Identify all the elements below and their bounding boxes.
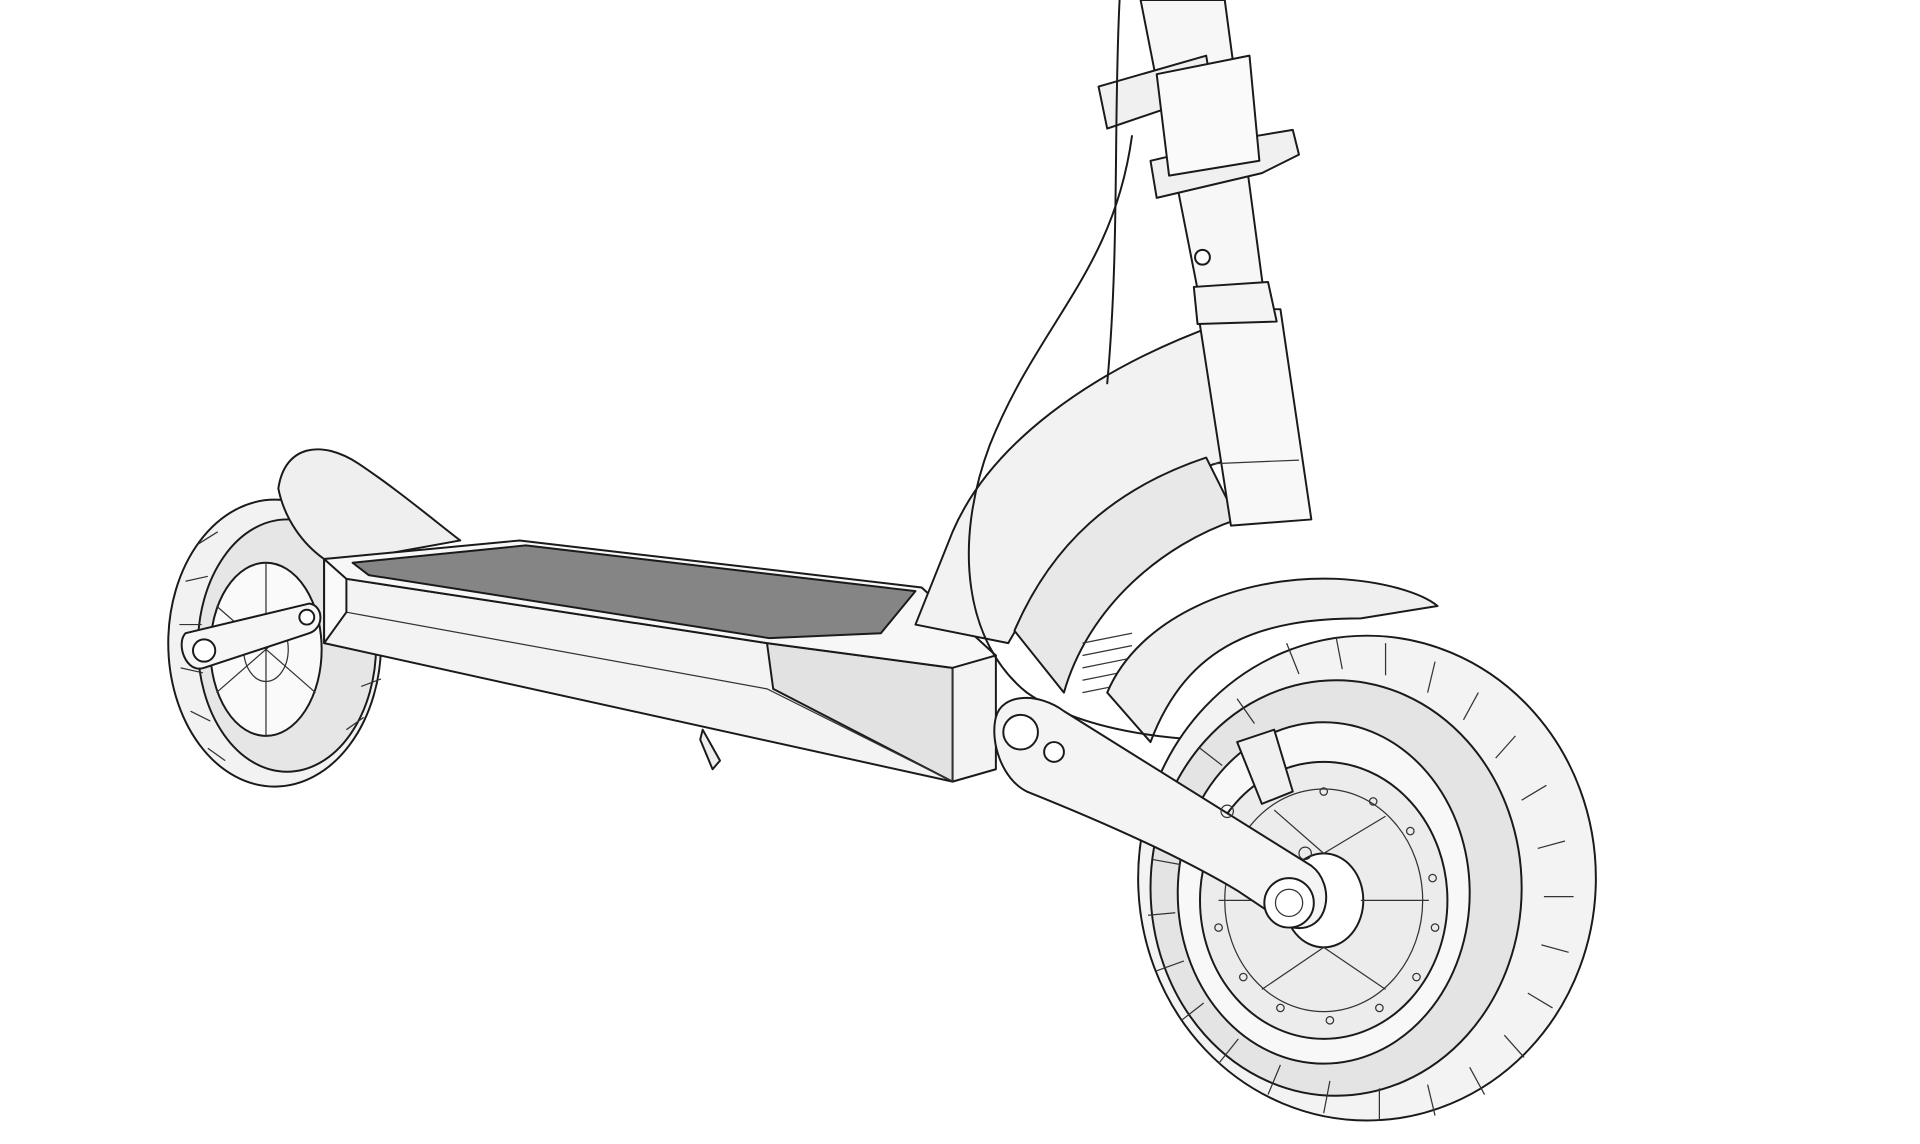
front-fender (1106, 577, 1439, 744)
brake-caliper (1236, 728, 1294, 805)
front-swingarm (993, 697, 1328, 929)
rear-swing-bracket (180, 602, 322, 670)
deck (323, 539, 997, 783)
brake-disc-holes (1214, 787, 1440, 1025)
kickstand (699, 728, 721, 771)
suspension-spring (1082, 632, 1133, 694)
brake-cable (967, 135, 1276, 744)
front-wheel (1137, 634, 1597, 1122)
deck-grip-tape (351, 544, 917, 640)
steering-stem (1097, 0, 1300, 326)
rear-fender (277, 448, 462, 561)
